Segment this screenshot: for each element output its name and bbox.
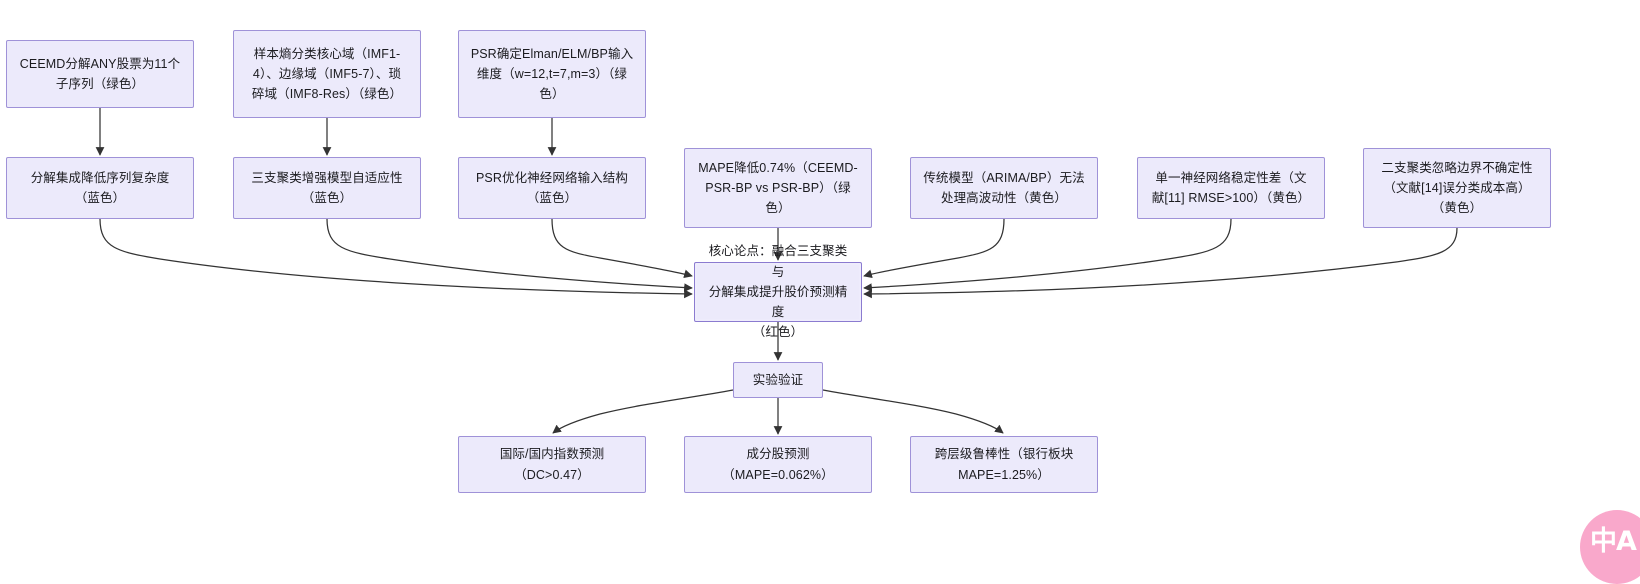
node-single-network-instability[interactable]: 单一神经网络稳定性差（文 献[11] RMSE>100）（黄色） bbox=[1137, 157, 1325, 219]
node-label: PSR优化神经网络输入结构 （蓝色） bbox=[475, 170, 628, 205]
edge-n5-n11 bbox=[326, 218, 693, 292]
translate-watermark-badge: 中A bbox=[1580, 510, 1640, 584]
edge-n6-n11 bbox=[551, 218, 693, 279]
node-traditional-model-limits[interactable]: 传统模型（ARIMA/BP）无法 处理高波动性（黄色） bbox=[910, 157, 1098, 219]
node-cross-level-robustness[interactable]: 跨层级鲁棒性（银行板块 MAPE=1.25%） bbox=[910, 436, 1098, 493]
edge-n12-n13 bbox=[552, 389, 734, 434]
node-label: CEEMD分解ANY股票为11个 子序列（绿色） bbox=[19, 56, 181, 91]
node-label: 二支聚类忽略边界不确定性 （文献[14]误分类成本高） （黄色） bbox=[1381, 160, 1533, 216]
node-psr-optimize-structure[interactable]: PSR优化神经网络输入结构 （蓝色） bbox=[458, 157, 646, 219]
node-label: PSR确定Elman/ELM/BP输入 维度（w=12,t=7,m=3）（绿 色… bbox=[470, 46, 634, 102]
node-experiment-verification[interactable]: 实验验证 bbox=[733, 362, 823, 398]
node-label: 成分股预测 （MAPE=0.062%） bbox=[722, 447, 834, 482]
node-sample-entropy-classify[interactable]: 样本熵分类核心域（IMF1- 4）、边缘域（IMF5-7）、琐 碎域（IMF8-… bbox=[233, 30, 421, 118]
node-constituent-stock-forecast[interactable]: 成分股预测 （MAPE=0.062%） bbox=[684, 436, 872, 493]
edge-n10-n11 bbox=[863, 227, 1458, 299]
node-label: 传统模型（ARIMA/BP）无法 处理高波动性（黄色） bbox=[923, 170, 1085, 205]
node-label: 样本熵分类核心域（IMF1- 4）、边缘域（IMF5-7）、琐 碎域（IMF8-… bbox=[251, 46, 403, 102]
node-reduce-complexity[interactable]: 分解集成降低序列复杂度 （蓝色） bbox=[6, 157, 194, 219]
node-label: 国际/国内指数预测 （DC>0.47） bbox=[499, 447, 605, 482]
node-two-way-clustering-limits[interactable]: 二支聚类忽略边界不确定性 （文献[14]误分类成本高） （黄色） bbox=[1363, 148, 1551, 228]
node-label: 核心论点：融合三支聚类与 分解集成提升股价预测精度 （红色） bbox=[708, 244, 848, 340]
edge-n12-n15 bbox=[822, 389, 1004, 434]
node-mape-reduction[interactable]: MAPE降低0.74%（CEEMD- PSR-BP vs PSR-BP）（绿 色… bbox=[684, 148, 872, 228]
edge-n8-n11 bbox=[863, 218, 1005, 279]
translate-icon: 中A bbox=[1590, 525, 1637, 557]
node-psr-input-dimension[interactable]: PSR确定Elman/ELM/BP输入 维度（w=12,t=7,m=3）（绿 色… bbox=[458, 30, 646, 118]
node-label: MAPE降低0.74%（CEEMD- PSR-BP vs PSR-BP）（绿 色… bbox=[698, 160, 858, 216]
node-label: 分解集成降低序列复杂度 （蓝色） bbox=[30, 170, 170, 205]
node-ceemd-decompose[interactable]: CEEMD分解ANY股票为11个 子序列（绿色） bbox=[6, 40, 194, 108]
edge-n9-n11 bbox=[863, 218, 1232, 292]
node-label: 实验验证 bbox=[752, 372, 804, 387]
node-index-forecast[interactable]: 国际/国内指数预测 （DC>0.47） bbox=[458, 436, 646, 493]
node-core-claim[interactable]: 核心论点：融合三支聚类与 分解集成提升股价预测精度 （红色） bbox=[694, 244, 862, 339]
node-label: 三支聚类增强模型自适应性 （蓝色） bbox=[251, 170, 403, 205]
node-three-way-clustering-adaptivity[interactable]: 三支聚类增强模型自适应性 （蓝色） bbox=[233, 157, 421, 219]
node-label: 单一神经网络稳定性差（文 献[11] RMSE>100）（黄色） bbox=[1151, 170, 1311, 205]
edge-n4-n11 bbox=[99, 218, 693, 299]
node-label: 跨层级鲁棒性（银行板块 MAPE=1.25%） bbox=[934, 447, 1074, 482]
